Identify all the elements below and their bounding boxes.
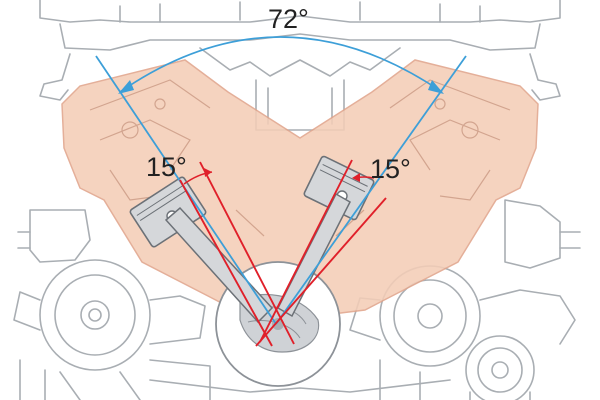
engine-block bbox=[61, 59, 539, 319]
right-offset-angle-label: 15° bbox=[370, 154, 411, 184]
right-bank-axis bbox=[275, 55, 467, 325]
arc-arrowhead-left bbox=[118, 80, 134, 94]
right-cylinder-axis-2 bbox=[255, 197, 387, 347]
bank-angle-indicator bbox=[95, 36, 467, 325]
left-piston-assembly bbox=[129, 176, 274, 324]
left-cylinder-axis-1 bbox=[179, 179, 273, 347]
cylinder-offset-indicator bbox=[179, 159, 387, 347]
arc-arrowhead-right bbox=[428, 80, 444, 94]
engine-block-body bbox=[61, 59, 539, 319]
left-connecting-rod bbox=[164, 206, 274, 324]
bank-angle-label: 72° bbox=[268, 4, 309, 34]
left-offset-angle-label: 15° bbox=[146, 152, 187, 182]
left-cylinder-axis-2 bbox=[199, 161, 295, 345]
bank-angle-arc bbox=[119, 36, 443, 93]
right-cylinder-axis-1 bbox=[259, 159, 353, 343]
